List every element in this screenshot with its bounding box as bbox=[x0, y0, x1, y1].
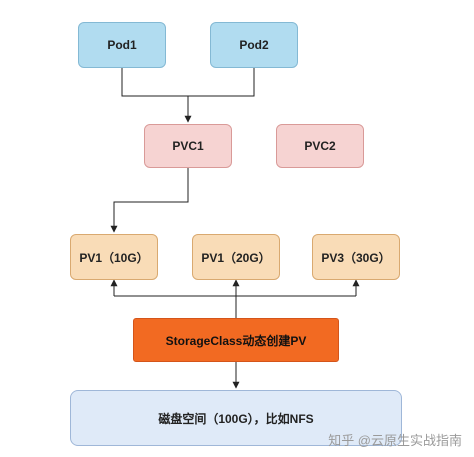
pv1-10g-label: PV1（10G） bbox=[79, 250, 149, 265]
pvc1-label: PVC1 bbox=[172, 139, 204, 153]
pv1-20g-node: PV1（20G） bbox=[192, 234, 280, 280]
watermark: 知乎 @云原生实战指南 bbox=[328, 433, 462, 448]
pv3-30g-label: PV3（30G） bbox=[321, 250, 391, 265]
storageclass-label: StorageClass动态创建PV bbox=[165, 333, 307, 348]
pvc1-node: PVC1 bbox=[144, 124, 232, 168]
pod1-node: Pod1 bbox=[78, 22, 166, 68]
storageclass-node: StorageClass动态创建PV bbox=[133, 318, 339, 362]
pvc2-label: PVC2 bbox=[304, 139, 336, 153]
pod2-to-pvc1-line bbox=[188, 68, 255, 97]
pv3-30g-node: PV3（30G） bbox=[312, 234, 400, 280]
pod2-node: Pod2 bbox=[210, 22, 298, 68]
pvc1-to-pv1-arrow bbox=[110, 168, 189, 233]
disk-node: 磁盘空间（100G），比如NFS bbox=[70, 390, 402, 446]
disk-label: 磁盘空间（100G），比如NFS bbox=[158, 411, 314, 426]
pvc2-node: PVC2 bbox=[276, 124, 364, 168]
pod2-label: Pod2 bbox=[239, 38, 269, 52]
pv1-10g-node: PV1（10G） bbox=[70, 234, 158, 280]
pod1-label: Pod1 bbox=[107, 38, 137, 52]
pod1-to-pvc1-line bbox=[121, 68, 188, 97]
pv1-20g-label: PV1（20G） bbox=[201, 250, 271, 265]
